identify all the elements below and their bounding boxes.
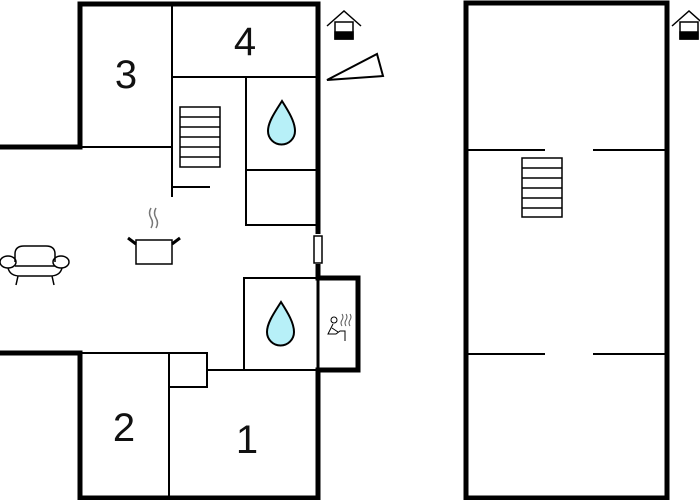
kitchen-icon — [127, 207, 181, 265]
sofa-icon — [0, 245, 70, 286]
north-arrow-icon — [326, 52, 385, 81]
room-label-4: 4 — [233, 20, 257, 64]
ground-floor-walls — [0, 1, 361, 500]
bathroom-icon — [265, 300, 296, 347]
room-label-3: 3 — [114, 53, 138, 97]
room-label-1: 1 — [235, 418, 259, 462]
staircase-icon — [179, 106, 221, 168]
sauna-icon — [327, 313, 352, 341]
bathroom-icon — [266, 99, 297, 146]
entrance-icon — [326, 9, 362, 40]
room-label-2: 2 — [112, 406, 136, 450]
upper-floor — [463, 0, 700, 500]
staircase-icon — [521, 157, 563, 218]
door — [313, 235, 323, 264]
entrance-icon — [671, 9, 700, 40]
